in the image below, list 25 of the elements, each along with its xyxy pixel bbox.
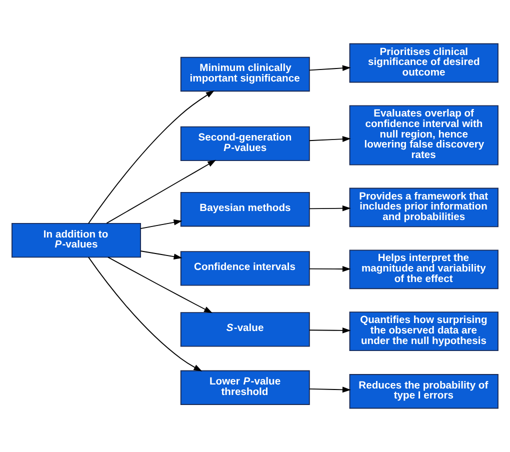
node-box: Evaluates overlap of confidence interval with null region, hence lowering false discovery rates [349,105,498,166]
node-box: In addition to P-values [12,222,141,258]
arrow [140,250,182,260]
node-box: Confidence intervals [180,251,310,286]
arrow [308,328,351,334]
arrow [308,136,351,142]
arrow [308,65,351,72]
node-box: Lower P-value threshold [180,370,310,405]
arrow [106,160,216,224]
arrow [88,90,214,224]
node-box: Helps interpret the magnitude and variability of the effect [349,250,498,290]
node-box: Minimum clinically important significance [180,56,310,92]
node-box: Provides a framework that includes prior information and probabilities [349,188,498,228]
node-box: Bayesian methods [180,192,310,227]
arrow [308,386,351,393]
node-box: Second-generation P-values [180,126,310,162]
node-box: Reduces the probability of type I errors [349,374,498,409]
node-box: Prioritises clinical significance of desired outcome [349,43,498,83]
arrow [308,205,351,212]
node-box: S-value [180,312,310,347]
arrow [108,256,213,314]
arrow [308,266,351,272]
node-box: Quantifies how surprising the observed data are under the null hypothesis [349,312,498,352]
arrow [88,256,202,372]
arrow [140,219,182,230]
